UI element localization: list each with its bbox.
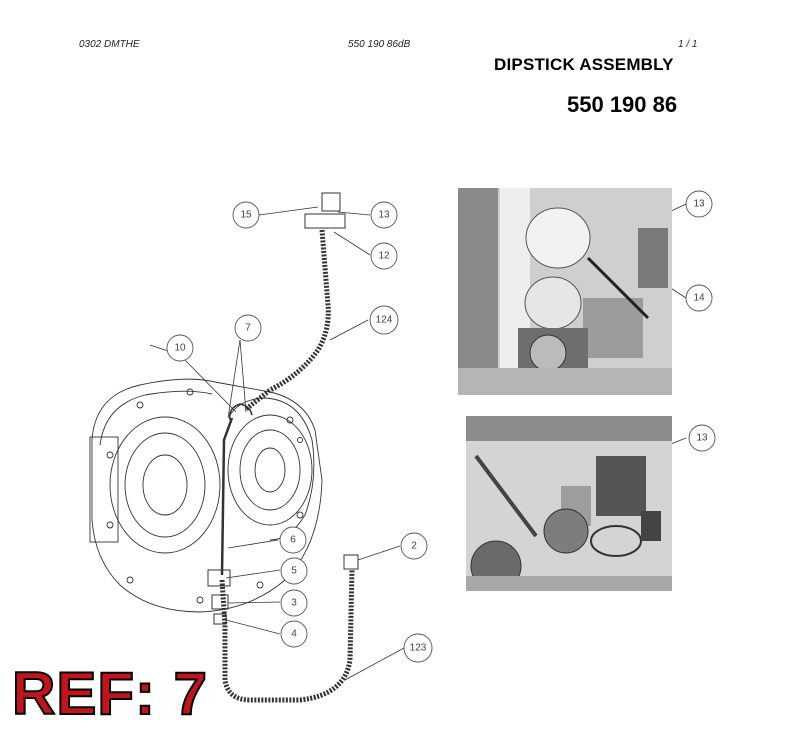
part-number: 550 190 86 [567,92,678,117]
engine-photo-bottom-illustration [466,416,672,591]
callout-4: 4 [280,620,308,648]
svg-text:2: 2 [411,541,417,552]
header-page-number: 1 / 1 [678,39,698,50]
callout-6: 6 [279,526,307,554]
callout-12: 12 [370,242,398,270]
callout-2: 2 [400,532,428,560]
svg-text:7: 7 [245,323,251,334]
header-document-number: 550 190 86dB [348,39,411,50]
svg-text:6: 6 [290,535,296,546]
callout-13: 13 [370,201,398,229]
dipstick-tube [207,192,359,703]
callout-123: 123 [403,633,433,663]
page-title: DIPSTICK ASSEMBLY [494,55,674,74]
engine-photo-bottom [466,416,672,591]
svg-text:124: 124 [376,315,393,326]
svg-text:13: 13 [378,210,390,221]
callout-10: 10 [166,334,194,362]
callout-7: 7 [234,314,262,342]
svg-text:3: 3 [291,598,297,609]
callout-15: 15 [232,201,260,229]
svg-text:5: 5 [291,566,297,577]
callout-124: 124 [369,305,399,335]
engine-photo-top-illustration [458,188,672,395]
flywheel-housing [89,378,323,613]
callout-3: 3 [280,589,308,617]
header-code: 0302 DMTHE [79,39,140,50]
svg-text:4: 4 [291,629,297,640]
svg-text:123: 123 [410,643,427,654]
engine-photo-top [458,188,672,395]
svg-text:12: 12 [378,251,390,262]
callout-5: 5 [280,557,308,585]
svg-text:15: 15 [240,210,252,221]
reference-label: REF: 7 [11,660,209,727]
svg-text:10: 10 [174,343,186,354]
